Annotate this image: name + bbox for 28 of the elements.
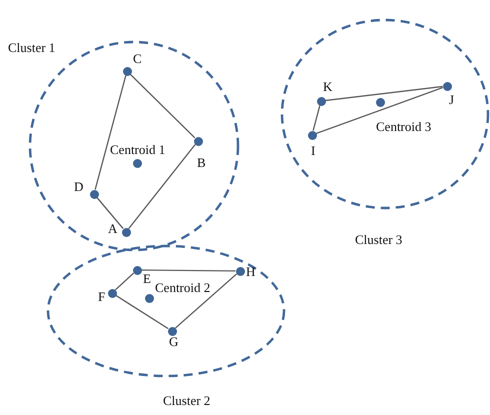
point-label: H	[246, 264, 256, 279]
connector-line	[130, 74, 196, 138]
connector-line	[115, 294, 169, 330]
point-label: D	[74, 179, 84, 194]
point-label: E	[143, 271, 151, 286]
point-label: B	[197, 155, 206, 170]
connector-line	[142, 269, 236, 272]
point-label: Centroid 2	[155, 280, 210, 295]
point-label: K	[323, 79, 332, 94]
point-label: F	[98, 289, 106, 304]
cluster-label: Cluster 1	[8, 40, 56, 55]
point-label: C	[133, 51, 142, 66]
connector-line	[128, 144, 196, 229]
connector-line	[316, 86, 443, 134]
point-label: J	[449, 92, 454, 107]
point-label: Centroid 1	[110, 142, 166, 157]
connector-line	[312, 105, 320, 131]
connector-line	[96, 197, 124, 229]
connector-line	[114, 272, 134, 290]
point-label: A	[108, 221, 118, 236]
point-label: G	[169, 334, 178, 349]
cluster-label: Cluster 3	[355, 232, 402, 247]
connector-line	[94, 75, 126, 190]
cluster-label: Cluster 2	[163, 393, 210, 408]
point-label: I	[311, 143, 316, 158]
connector-line	[325, 86, 443, 102]
connector-line	[174, 274, 238, 328]
point-label: Centroid 3	[376, 119, 432, 134]
